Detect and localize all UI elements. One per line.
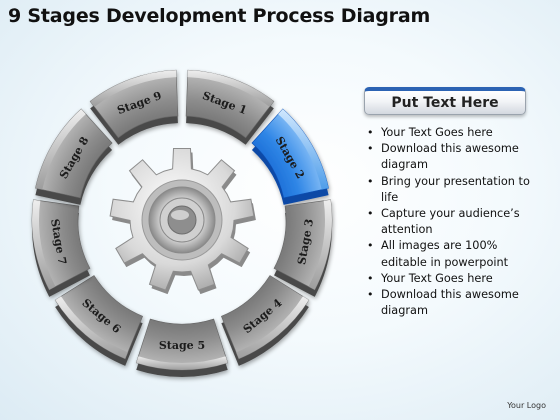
stage-segment-1: Stage 1 bbox=[185, 69, 275, 145]
list-item: •Download this awesome diagram bbox=[367, 142, 519, 172]
stage-segment-8: Stage 8 bbox=[35, 108, 113, 205]
bullet-icon: • bbox=[367, 271, 374, 285]
bullet-icon: • bbox=[367, 174, 374, 188]
bullet-icon: • bbox=[367, 239, 374, 253]
stage-segment-3: Stage 3 bbox=[273, 199, 333, 297]
logo-text: Your Logo bbox=[507, 401, 546, 410]
list-item: •Your Text Goes here bbox=[365, 271, 537, 287]
stage-segment-9: Stage 9 bbox=[89, 69, 179, 145]
stage-segment-5: Stage 5 bbox=[135, 318, 229, 377]
stage-segment-6: Stage 6 bbox=[54, 275, 144, 366]
stage-segment-7: Stage 7 bbox=[31, 199, 91, 297]
bullet-icon: • bbox=[367, 142, 374, 156]
bullet-list: •Your Text Goes here •Download this awes… bbox=[365, 125, 537, 319]
bullet-icon: • bbox=[367, 126, 374, 139]
gear-icon bbox=[109, 148, 256, 295]
list-item: •Download this awesome diagram bbox=[367, 288, 519, 318]
stage-segment-2: Stage 2 bbox=[251, 108, 329, 205]
stage-label: Stage 5 bbox=[159, 339, 205, 352]
bullet-icon: • bbox=[367, 288, 374, 302]
list-item: •All images are 100% editable in powerpo… bbox=[367, 239, 509, 269]
list-item: •Capture your audience’s attention bbox=[367, 207, 520, 237]
put-text-here-heading: Put Text Here bbox=[364, 87, 526, 115]
list-item: •Your Text Goes here bbox=[365, 125, 537, 141]
page-title: 9 Stages Development Process Diagram bbox=[8, 5, 431, 27]
bullet-icon: • bbox=[367, 207, 374, 221]
stage-segment-4: Stage 4 bbox=[220, 275, 310, 366]
list-item: •Bring your presentation to life bbox=[367, 174, 530, 204]
